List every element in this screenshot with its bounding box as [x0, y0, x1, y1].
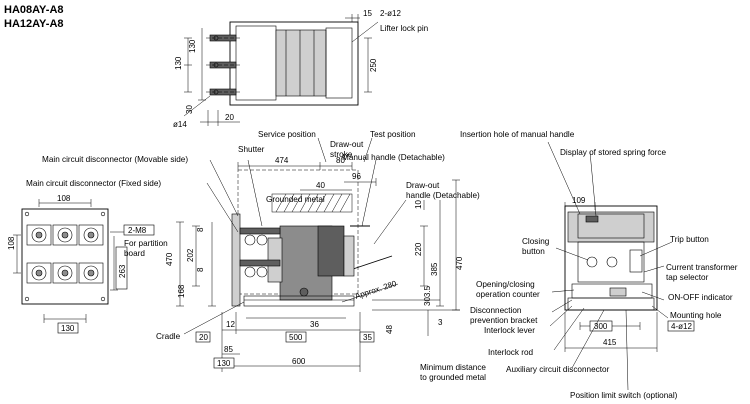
dim-pin-diameter: 2-ø12 [380, 9, 401, 18]
dim-109: 109 [572, 196, 586, 205]
label-counter-line2: operation counter [476, 290, 540, 299]
dim-220: 220 [414, 242, 423, 256]
label-aux-disconnector: Auxiliary circuit disconnector [506, 365, 610, 374]
label-fixed-disconnector: Main circuit disconnector (Fixed side) [26, 179, 161, 188]
dim-130-left: 130 [174, 56, 183, 70]
dim-130-left-b: 130 [188, 39, 197, 53]
label-grounded-metal: Grounded metal [266, 195, 325, 204]
label-interlock-lever: Interlock lever [484, 326, 535, 335]
dim-96: 96 [352, 172, 361, 181]
dim-8-top: 8 [196, 227, 205, 232]
label-closing-line1: Closing [522, 237, 550, 246]
dim-108-width: 108 [57, 194, 71, 203]
dim-303-5: 303.5 [423, 285, 432, 306]
dim-385: 385 [430, 262, 439, 276]
dim-470-right: 470 [455, 256, 464, 270]
front-view [13, 199, 155, 334]
label-interlock-rod: Interlock rod [488, 348, 533, 357]
label-drawout-line1: Draw-out [330, 140, 364, 149]
dim-250: 250 [369, 58, 378, 72]
dim-40: 40 [316, 181, 325, 190]
dim-8-bottom: 8 [196, 267, 205, 272]
label-manual-handle: Manual handle (Detachable) [342, 153, 445, 162]
label-drawout-line2: stroke [330, 150, 353, 159]
right-view [547, 141, 695, 391]
label-min-distance-line2: to grounded metal [420, 373, 486, 382]
model-name-1: HA08AY-A8 [4, 4, 64, 16]
dim-30: 30 [185, 105, 194, 114]
dim-3: 3 [438, 318, 443, 327]
dim-20: 20 [225, 113, 234, 122]
label-insertion-hole: Insertion hole of manual handle [460, 130, 575, 139]
label-closing-line2: button [522, 247, 545, 256]
dim-168: 168 [177, 284, 186, 298]
dim-600: 600 [292, 357, 306, 366]
dim-12: 12 [226, 320, 235, 329]
label-mounting-hole: Mounting hole [670, 311, 722, 320]
label-partition-board-line2: board [124, 249, 145, 258]
dim-202: 202 [186, 248, 195, 262]
dim-20-side: 20 [199, 333, 208, 342]
dim-80: 80 [336, 156, 345, 165]
label-lifter-lock-pin: Lifter lock pin [380, 24, 429, 33]
dim-approx-280: Approx. 280 [354, 279, 398, 301]
label-drawout-handle-line2: handle (Detachable) [406, 191, 480, 200]
label-ct-line2: tap selector [666, 273, 709, 282]
dim-diameter-14: ø14 [173, 120, 187, 129]
dim-474: 474 [275, 156, 289, 165]
label-counter-line1: Opening/closing [476, 280, 535, 289]
top-view [183, 14, 379, 126]
label-min-distance-line1: Minimum distance [420, 363, 486, 372]
dim-470-left: 470 [165, 252, 174, 266]
dim-35: 35 [363, 333, 372, 342]
label-partition-board-line1: For partition [124, 239, 168, 248]
dim-130-front: 130 [61, 324, 75, 333]
dim-48: 48 [385, 325, 394, 334]
dim-263: 263 [118, 264, 127, 278]
front-view-plate [21, 208, 109, 305]
label-cradle: Cradle [156, 332, 181, 341]
dim-300: 300 [594, 322, 608, 331]
dim-500: 500 [289, 333, 303, 342]
dim-15: 15 [363, 9, 372, 18]
label-drawout-handle-line1: Draw-out [406, 181, 440, 190]
label-bracket-line1: Disconnection [470, 306, 522, 315]
dim-4-diameter-12: 4-ø12 [671, 322, 692, 331]
grounded-metal-hatch [271, 193, 353, 213]
label-limit-switch: Position limit switch (optional) [570, 391, 678, 400]
label-ct-line1: Current transformer [666, 263, 738, 272]
label-onoff-indicator: ON-OFF indicator [668, 293, 733, 302]
dim-10: 10 [414, 200, 423, 209]
label-test-position: Test position [370, 130, 416, 139]
label-service-position: Service position [258, 130, 316, 139]
dim-85: 85 [224, 345, 233, 354]
label-bracket-line2: prevention bracket [470, 316, 538, 325]
dim-108-height: 108 [7, 236, 16, 250]
dim-130-side: 130 [217, 359, 231, 368]
side-view [176, 137, 460, 372]
label-trip-button: Trip button [670, 235, 709, 244]
dim-36: 36 [310, 320, 319, 329]
dim-2-m8: 2-M8 [128, 226, 147, 235]
model-name-2: HA12AY-A8 [4, 18, 64, 30]
label-stored-spring: Display of stored spring force [560, 148, 666, 157]
front-view-terminals [26, 224, 104, 284]
dim-415: 415 [603, 338, 617, 347]
label-shutter: Shutter [238, 145, 265, 154]
label-movable-disconnector: Main circuit disconnector (Movable side) [42, 155, 188, 164]
